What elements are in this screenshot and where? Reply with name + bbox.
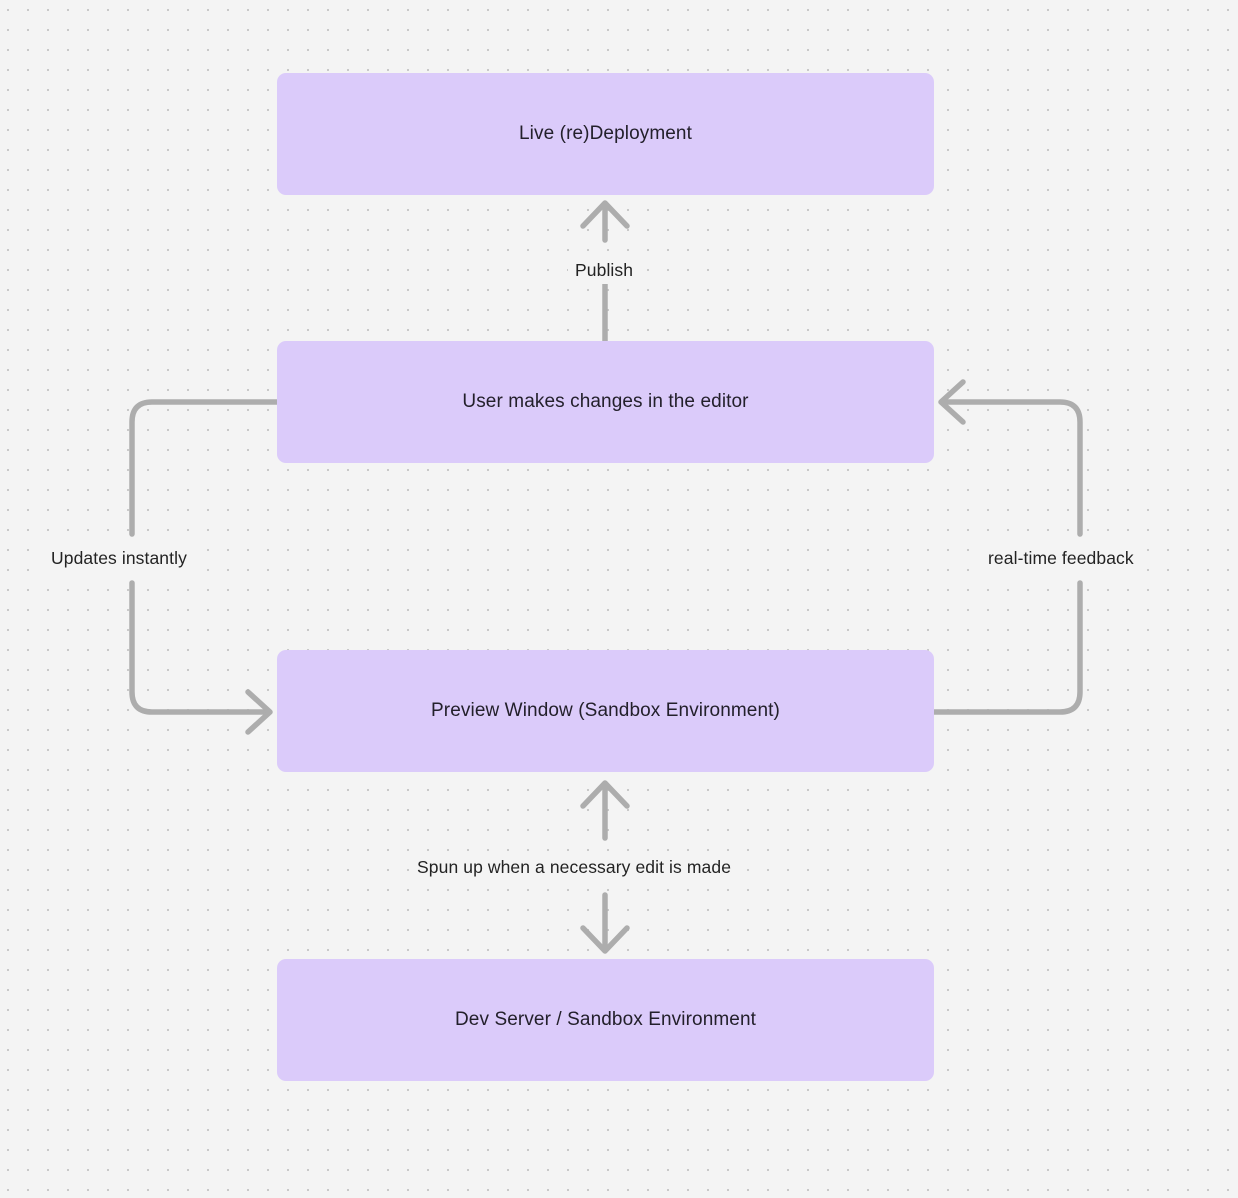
node-preview-window[interactable]: Preview Window (Sandbox Environment) (277, 650, 934, 772)
node-user-edits-label: User makes changes in the editor (462, 390, 749, 412)
node-user-makes-changes-in-the-editor[interactable]: User makes changes in the editor (277, 341, 934, 463)
node-dev-server-label: Dev Server / Sandbox Environment (454, 1008, 756, 1030)
arrowhead-down (580, 925, 630, 954)
node-live-deployment-label: Live (re)Deployment (519, 122, 692, 144)
edge-label-real-time-feedback: real-time feedback (981, 546, 1141, 572)
arrowhead-left (938, 379, 966, 425)
node-preview-window-label: Preview Window (Sandbox Environment) (431, 699, 780, 721)
node-live-deployment[interactable]: Live (re)Deployment (277, 73, 934, 195)
edge-label-updates-instantly: Updates instantly (44, 546, 194, 572)
arrowhead-right (245, 689, 273, 735)
arrowhead-up (580, 200, 630, 229)
edge-label-spun-up-when-a-necessary-edit-is-made: Spun up when a necessary edit is made (410, 855, 739, 881)
node-dev-server[interactable]: Dev Server / Sandbox Environment (277, 959, 934, 1081)
arrowhead-up (580, 780, 630, 809)
edge-label-publish: Publish (568, 258, 641, 284)
